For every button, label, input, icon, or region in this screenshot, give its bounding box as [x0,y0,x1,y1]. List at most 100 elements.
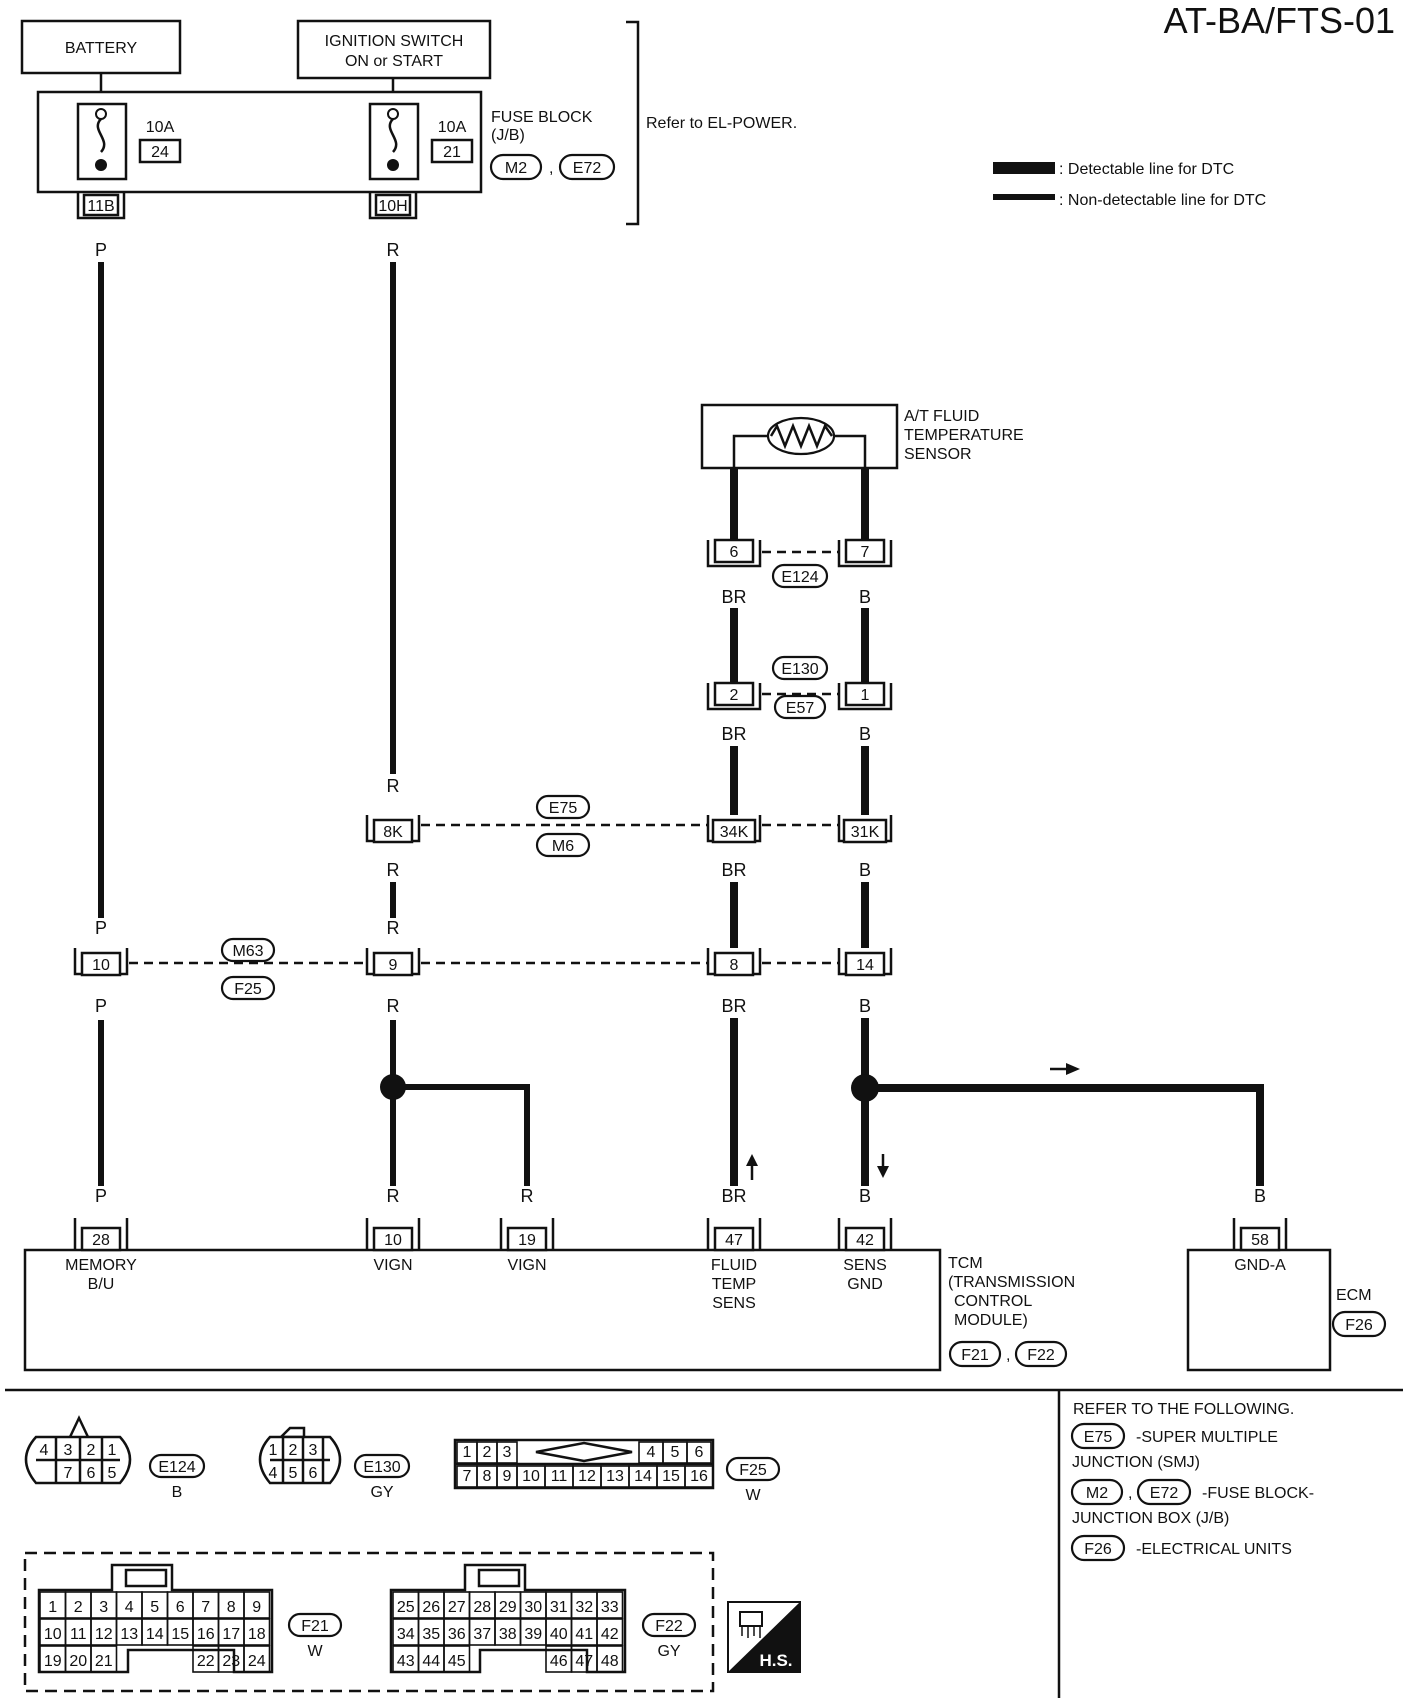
fuse-block-label: FUSE BLOCK [491,109,593,126]
wire-color-b: B [859,724,871,744]
f25-pin: 4 [647,1444,656,1461]
e130-pin: 2 [289,1442,298,1459]
f22-pin: 30 [524,1599,542,1616]
f25-pin: 12 [578,1468,596,1485]
f22-pin: 40 [550,1626,568,1643]
ecm-connector-f26: F26 [1345,1317,1373,1334]
refer-fb-2: JUNCTION BOX (J/B) [1072,1510,1229,1527]
wire-color-b: B [859,587,871,607]
ecm-pin-58-num: 58 [1251,1232,1269,1249]
f25-pin: 9 [503,1468,512,1485]
tcm-name-4: MODULE) [954,1312,1028,1329]
f22-pin: 25 [397,1599,415,1616]
tcm-pin-42-num: 42 [856,1232,874,1249]
f22-pin: 35 [422,1626,440,1643]
f21-pin: 15 [171,1626,189,1643]
f25-pin: 3 [503,1444,512,1461]
f22-pin: 46 [550,1653,568,1670]
f22-pin: 31 [550,1599,568,1616]
f22-pin: 41 [575,1626,593,1643]
ecm-box [1186,1248,1332,1372]
tcm-pin-28-label2: B/U [88,1276,115,1293]
ignition-switch-state: ON or START [345,53,443,70]
refer-e72: E72 [1150,1485,1179,1502]
connector-m63-10 [73,948,129,977]
f21-pin-cell [243,1591,271,1619]
f22-pin: 43 [397,1653,415,1670]
terminal-11b [76,193,126,220]
connector-e130-1 [837,681,893,711]
f21-pin: 11 [70,1626,87,1643]
f25-pin-cell [684,1465,714,1488]
ecm-pin-58 [1232,1218,1288,1252]
f25-pin-cell [496,1441,518,1464]
terminal-10h [368,193,418,220]
wire-color-r: R [521,1186,534,1206]
f21-pin: 10 [44,1626,62,1643]
sensor-label-3: SENSOR [904,446,972,463]
tcm-name: TCM [948,1255,983,1272]
tcm-pin-42-label2: GND [847,1276,883,1293]
f21-pin: 13 [120,1626,138,1643]
connector-e75-34k [706,815,762,844]
wire-color-b: B [1254,1186,1266,1206]
fuse-24 [76,102,128,181]
tcm-connector-f21: F21 [961,1347,989,1364]
f21-pin: 9 [252,1599,261,1616]
f25-pin: 13 [606,1468,624,1485]
f21-pin: 2 [74,1599,83,1616]
connector-e75-31k [837,815,893,844]
f22-pin: 27 [448,1599,466,1616]
connector-face-f25 [453,1438,715,1490]
f22-pin: 39 [524,1626,542,1643]
refer-m2: M2 [1086,1485,1108,1502]
wire-color-p: P [95,918,107,938]
e130-pin: 1 [269,1442,278,1459]
f22-pin-cell [596,1618,624,1646]
pin-e130-1: 1 [861,687,870,704]
wire-color-r: R [387,996,400,1016]
face-id-f25: F25 [739,1462,767,1479]
connector-id-e130: E130 [781,661,818,678]
f21-pin: 7 [201,1599,210,1616]
f22-pin-cell [596,1591,624,1619]
f22-pin: 29 [499,1599,517,1616]
wire-color-br: BR [721,996,746,1016]
f22-pin: 26 [422,1599,440,1616]
connector-id-e75: E75 [549,800,578,817]
f22-pin: 45 [448,1653,466,1670]
connector-m63-9 [365,948,421,977]
f21-pin: 17 [222,1626,240,1643]
refer-heading: REFER TO THE FOLLOWING. [1073,1401,1294,1418]
f25-pin-cell [686,1441,712,1464]
wire-color-p: P [95,996,107,1016]
fuse-21-amp: 10A [438,119,467,136]
f22-pin: 37 [473,1626,491,1643]
e124-pin: 3 [64,1442,73,1459]
connector-e124-7 [837,538,893,568]
terminal-11b-label: 11B [87,198,114,215]
f22-pin: 36 [448,1626,466,1643]
e130-pin: 5 [289,1465,298,1482]
ignition-switch-box [296,19,492,80]
fuse-24-number: 24 [151,144,169,161]
svg-text:,: , [1128,1485,1132,1502]
face-id-e124: E124 [158,1459,195,1476]
f25-pin: 5 [671,1444,680,1461]
svg-text:,: , [1006,1347,1010,1364]
f21-pin: 23 [222,1653,240,1670]
e124-pin: 2 [87,1442,96,1459]
tcm-pin-10-label: VIGN [373,1257,412,1274]
svg-text:,: , [549,160,553,177]
f21-pin: 12 [95,1626,113,1643]
f25-pin: 2 [483,1444,492,1461]
sensor-label-2: TEMPERATURE [904,427,1024,444]
connector-face-e130 [258,1426,342,1485]
tcm-pin-47 [706,1218,762,1252]
sensor-label-1: A/T FLUID [904,408,979,425]
f21-pin-cell [90,1645,118,1673]
f21-pin: 20 [69,1653,87,1670]
tcm-pin-42-label: SENS [843,1257,887,1274]
refer-el-power: Refer to EL-POWER. [646,115,797,132]
